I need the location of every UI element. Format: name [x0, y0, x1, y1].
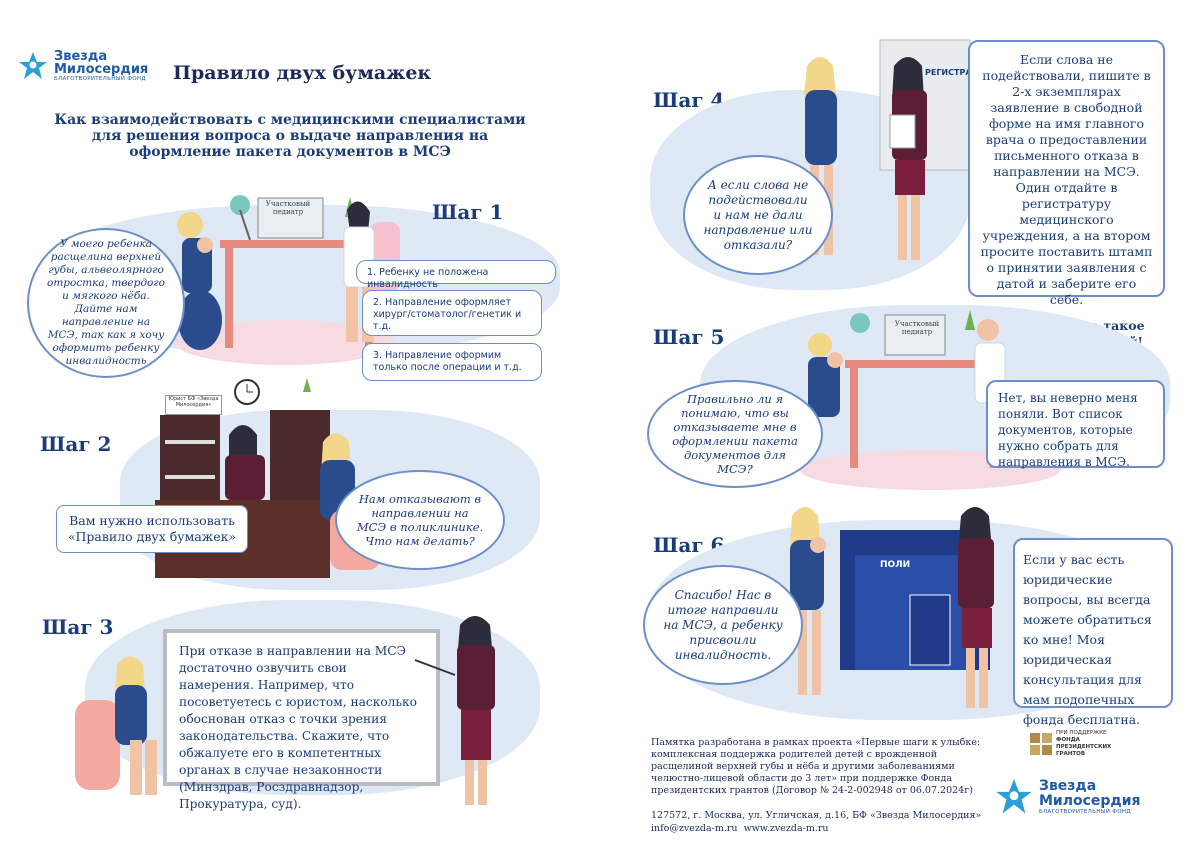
footer-address: 127572, г. Москва, ул. Угличская, д.16, …: [651, 810, 982, 821]
logo-tagline: БЛАГОТВОРИТЕЛЬНЫЙ ФОНД: [54, 76, 146, 82]
step3-board-text: При отказе в направлении на МСЭ достаточ…: [179, 644, 417, 811]
footer-logo-tagline: БЛАГОТВОРИТЕЛЬНЫЙ ФОНД: [1039, 809, 1131, 815]
step3-mother-illustration: [75, 656, 157, 795]
star-logo-icon: [19, 52, 47, 79]
grant-line-2: ФОНДА: [1056, 737, 1080, 743]
grant-line-3: ПРЕЗИДЕНТСКИХ: [1056, 744, 1112, 750]
step3-lawyer-illustration: [414, 616, 495, 805]
step1-option-2: 2. Направление оформляет хирург/стоматол…: [362, 290, 542, 336]
step1-mother-bubble: У моего ребенка расщелина верхней губы, …: [27, 228, 185, 378]
step1-office-illustration: [177, 195, 380, 350]
logo-name-2: Милосердия: [54, 62, 149, 77]
footer-logo-name-1: Звезда: [1039, 778, 1097, 794]
logo-name-1: Звезда: [54, 49, 108, 64]
grant-logo-icon: [1030, 733, 1052, 755]
step1-label: Шаг 1: [432, 200, 504, 224]
step6-lawyer-box: Если у вас есть юридические вопросы, вы …: [1013, 538, 1173, 727]
step4-lawyer-box: Если слова не подействовали, пишите в 2-…: [968, 40, 1165, 349]
step6-mother-text: Спасибо! Нас в итоге направили на МСЭ, а…: [663, 587, 783, 662]
page-title: Правило двух бумажек: [173, 62, 432, 84]
footer-project: Памятка разработана в рамках проекта «Пе…: [651, 737, 981, 796]
step4-mother-text: А если слова не подействовали и нам не д…: [703, 177, 813, 252]
footer-contacts: info@zvezda-m.ru www.zvezda-m.ru: [651, 823, 829, 834]
step1-option-1: 1. Ребенку не положена инвалидность: [356, 260, 556, 290]
step5-doctor-text: Нет, вы неверно меня поняли. Вот список …: [998, 391, 1138, 469]
step1-mother-text: У моего ребенка расщелина верхней губы, …: [47, 238, 165, 367]
lamp-icon: [230, 195, 251, 241]
grant-logo: ПРИ ПОДДЕРЖКЕ ФОНДА ПРЕЗИДЕНТСКИХ ГРАНТО…: [1030, 730, 1111, 758]
step5-mother-text: Правильно ли я понимаю, что вы отказывае…: [672, 392, 798, 476]
step1-sign: Участковый педиатр: [265, 200, 311, 216]
step5-mother-bubble: Правильно ли я понимаю, что вы отказывае…: [647, 380, 823, 488]
step1-option-3: 3. Направление оформим только после опер…: [362, 343, 542, 381]
step6-sign: ПОЛИ: [880, 560, 911, 570]
step2-lawyer-box: Вам нужно использовать «Правило двух бум…: [56, 505, 248, 553]
step4-sign: РЕГИСТРАТУРА: [925, 68, 996, 77]
footer-logo-name-2: Милосердия: [1039, 793, 1141, 809]
step6-mother-bubble: Спасибо! Нас в итоге направили на МСЭ, а…: [643, 565, 803, 685]
star-logo-icon: [996, 779, 1032, 814]
step2-mother-bubble: Нам отказывают в направлении на МСЭ в по…: [335, 470, 505, 570]
monitor-icon: [884, 314, 946, 356]
step5-sign: Участковый педиатр: [894, 320, 940, 336]
pointer-icon: [414, 659, 456, 676]
step4-lawyer-text: Если слова не подействовали, пишите в 2-…: [980, 52, 1153, 307]
step2-label: Шаг 2: [40, 432, 112, 456]
lamp-icon: [850, 313, 870, 333]
step6-illustration: [790, 507, 994, 708]
grant-line-4: ГРАНТОВ: [1056, 751, 1086, 757]
footer-logo: Звезда Милосердия БЛАГОТВОРИТЕЛЬНЫЙ ФОНД: [995, 778, 1141, 816]
step2-lawyer-text: Вам нужно использовать «Правило двух бум…: [67, 513, 237, 544]
step5-doctor-box: Нет, вы неверно меня поняли. Вот список …: [986, 380, 1165, 469]
step2-sign: Юрист БФ «Звезда Милосердия»: [165, 395, 222, 415]
step5-label: Шаг 5: [653, 325, 725, 349]
step2-mother-text: Нам отказывают в направлении на МСЭ в по…: [356, 492, 484, 548]
step6-lawyer-text: Если у вас есть юридические вопросы, вы …: [1023, 552, 1152, 727]
step1-doctor-illustration: [343, 197, 400, 342]
clock-icon: [234, 379, 260, 405]
step3-board: При отказе в направлении на МСЭ достаточ…: [163, 629, 440, 811]
page-subtitle: Как взаимодействовать с медицинскими спе…: [54, 112, 526, 160]
logo: Звезда Милосердия БЛАГОТВОРИТЕЛЬНЫЙ ФОНД: [18, 50, 148, 82]
step3-label: Шаг 3: [42, 615, 114, 639]
grant-line-1: ПРИ ПОДДЕРЖКЕ: [1056, 730, 1107, 736]
step4-mother-bubble: А если слова не подействовали и нам не д…: [683, 155, 833, 275]
monitor-icon: [257, 197, 324, 239]
